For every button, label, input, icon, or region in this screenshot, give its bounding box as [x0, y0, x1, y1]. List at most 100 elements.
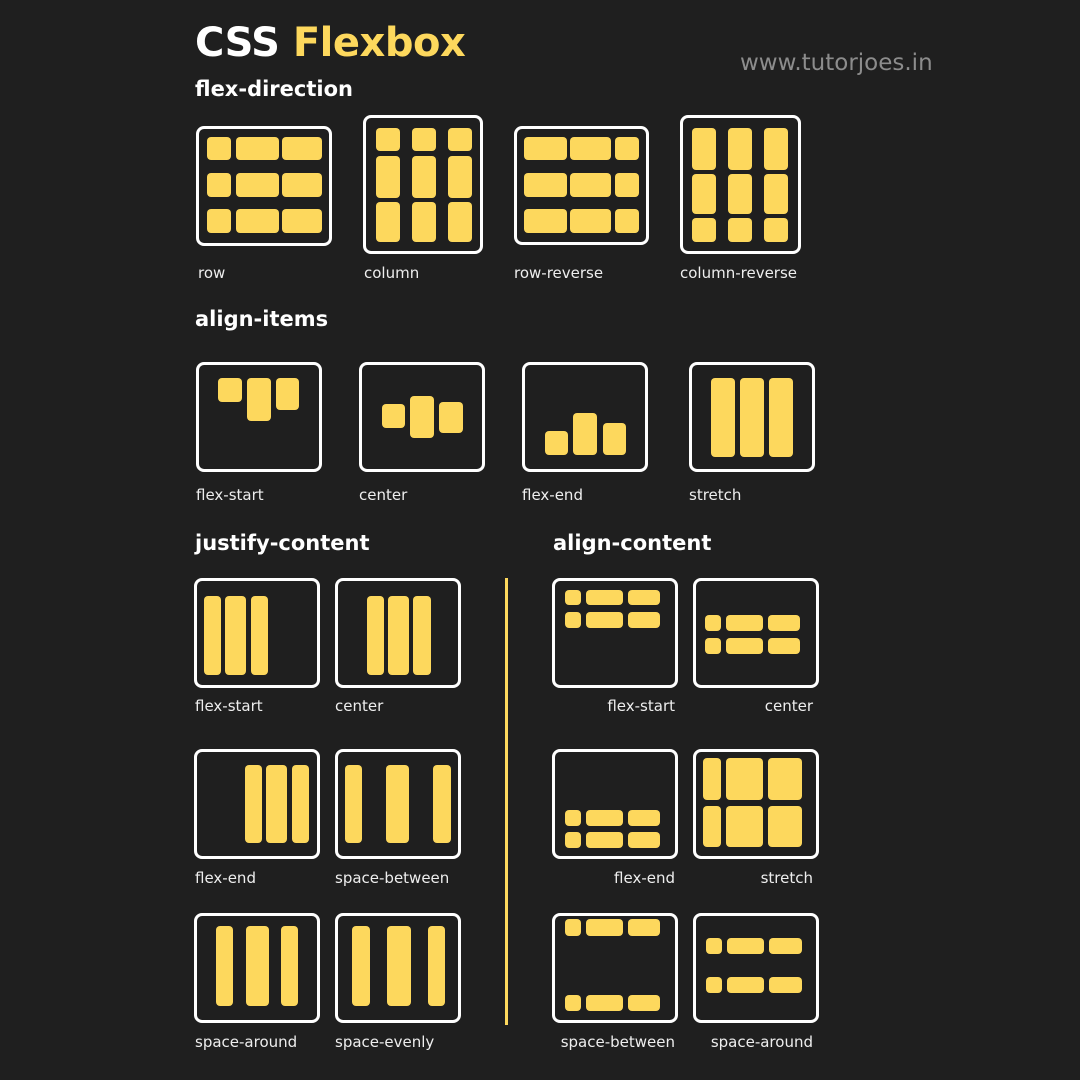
- flex-item: [628, 919, 660, 936]
- align-content-space-between-label: space-between: [560, 1033, 675, 1051]
- flex-item: [282, 173, 322, 197]
- flex-item: [281, 926, 298, 1006]
- flex-item: [769, 977, 802, 993]
- flex-item: [705, 638, 721, 654]
- flex-item: [565, 612, 581, 628]
- flex-item: [412, 156, 436, 198]
- align-content-space-around-container: [693, 913, 819, 1023]
- align-content-flex-start-container: [552, 578, 678, 688]
- flex-item: [367, 596, 384, 675]
- align-content-space-around-label: space-around: [710, 1033, 813, 1051]
- align-items-stretch-label: stretch: [689, 486, 742, 504]
- flex-item: [706, 938, 722, 954]
- flex-item: [251, 596, 268, 675]
- website-url: www.tutorjoes.in: [740, 50, 933, 76]
- flex-item: [388, 596, 409, 675]
- flex-item: [376, 128, 400, 151]
- title-css: CSS: [195, 20, 280, 66]
- flex-direction-column-container: [363, 115, 483, 254]
- align-items-center-label: center: [359, 486, 408, 504]
- justify-content-flex-start-label: flex-start: [195, 697, 263, 715]
- flex-item: [247, 378, 271, 421]
- justify-content-flex-end-container: [194, 749, 320, 859]
- flex-item: [565, 590, 581, 605]
- flex-item: [245, 765, 262, 843]
- flex-item: [387, 926, 411, 1006]
- flex-item: [573, 413, 597, 455]
- flex-item: [524, 137, 567, 160]
- flex-item: [386, 765, 409, 843]
- flex-item: [565, 995, 581, 1011]
- flex-item: [615, 209, 639, 233]
- flex-direction-column-label: column: [364, 264, 420, 282]
- flex-item: [705, 615, 721, 631]
- justify-content-space-around-label: space-around: [195, 1033, 298, 1051]
- flex-item: [410, 396, 434, 438]
- flex-item: [545, 431, 568, 455]
- flex-item: [225, 596, 246, 675]
- flex-item: [282, 209, 322, 233]
- align-content-flex-end-label: flex-end: [614, 869, 675, 887]
- heading-justify-content: justify-content: [195, 531, 370, 555]
- flex-item: [727, 977, 764, 993]
- justify-content-center-label: center: [335, 697, 384, 715]
- flex-item: [726, 758, 763, 800]
- flex-item: [726, 615, 763, 631]
- flex-item: [524, 209, 567, 233]
- flex-item: [628, 832, 660, 848]
- flex-item: [236, 209, 279, 233]
- justify-content-space-around-container: [194, 913, 320, 1023]
- flex-item: [266, 765, 287, 843]
- flex-item: [282, 137, 322, 160]
- flex-item: [345, 765, 362, 843]
- flex-item: [628, 612, 660, 628]
- align-items-flex-end-container: [522, 362, 648, 472]
- align-items-stretch-container: [689, 362, 815, 472]
- flex-item: [565, 919, 581, 936]
- flex-direction-row-label: row: [198, 264, 226, 282]
- flex-item: [615, 173, 639, 197]
- page-title: CSS Flexbox: [195, 20, 466, 66]
- flex-item: [692, 218, 716, 242]
- flex-item: [448, 202, 472, 242]
- align-content-flex-end-container: [552, 749, 678, 859]
- flex-item: [439, 402, 463, 433]
- flex-item: [586, 810, 623, 826]
- flex-item: [207, 209, 231, 233]
- flex-item: [207, 137, 231, 160]
- flex-item: [276, 378, 299, 410]
- flex-direction-column-reverse-label: column-reverse: [680, 264, 798, 282]
- flex-item: [764, 174, 788, 214]
- flex-item: [433, 765, 451, 843]
- justify-content-flex-end-label: flex-end: [195, 869, 256, 887]
- flex-item: [236, 137, 279, 160]
- align-content-space-between-container: [552, 913, 678, 1023]
- justify-content-space-evenly-label: space-evenly: [335, 1033, 435, 1051]
- flex-item: [706, 977, 722, 993]
- flex-item: [628, 995, 660, 1011]
- flex-item: [768, 806, 802, 847]
- heading-flex-direction: flex-direction: [195, 77, 353, 101]
- align-items-center-container: [359, 362, 485, 472]
- flex-item: [768, 638, 800, 654]
- flex-item: [376, 202, 400, 242]
- flex-direction-row-reverse-container: [514, 126, 649, 245]
- justify-content-space-between-container: [335, 749, 461, 859]
- flex-item: [382, 404, 405, 428]
- title-flexbox: Flexbox: [292, 20, 466, 66]
- flex-direction-row-container: [196, 126, 332, 246]
- flex-item: [586, 919, 623, 936]
- justify-content-space-evenly-container: [335, 913, 461, 1023]
- heading-align-items: align-items: [195, 307, 329, 331]
- justify-content-space-between-label: space-between: [335, 869, 450, 887]
- flex-item: [412, 202, 436, 242]
- flex-item: [692, 128, 716, 170]
- flex-item: [236, 173, 279, 197]
- flex-item: [570, 173, 611, 197]
- flex-item: [218, 378, 242, 402]
- flex-item: [586, 590, 623, 605]
- flex-direction-column-reverse-container: [680, 115, 801, 254]
- flex-item: [615, 137, 639, 160]
- flex-item: [768, 615, 800, 631]
- flex-item: [448, 156, 472, 198]
